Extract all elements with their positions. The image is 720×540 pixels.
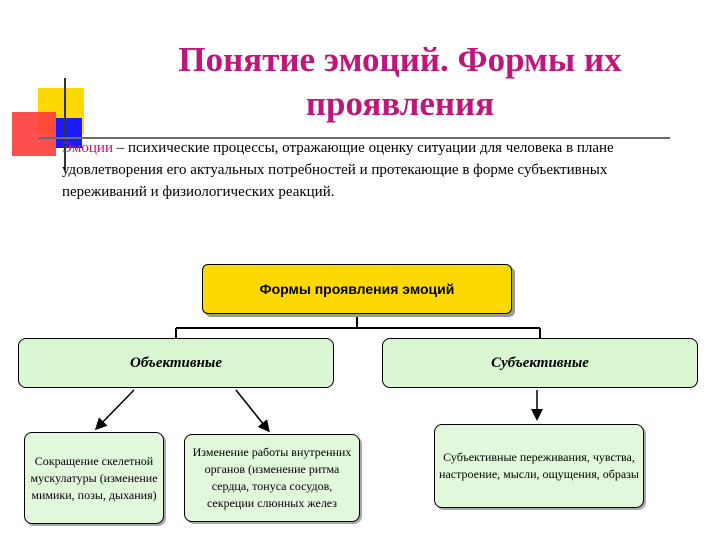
branch-subjective: Субъективные [382, 338, 698, 388]
definition-term: Эмоции [62, 140, 113, 156]
definition-body: – психические процессы, отражающие оценк… [62, 140, 614, 200]
root-node: Формы проявления эмоций [202, 264, 512, 314]
leaf-subjective-experiences: Субъективные переживания, чувства, настр… [434, 424, 644, 508]
deco-blue-square [56, 118, 82, 148]
deco-red-square [12, 112, 56, 156]
title-underline [38, 137, 670, 139]
arrow-to-skeletal [94, 389, 135, 431]
leaf-internal-organs: Изменение работы внутренних органов (изм… [184, 434, 360, 522]
page-title: Понятие эмоций. Формы их проявления [178, 40, 622, 123]
arrow-to-organs [235, 389, 270, 433]
deco-vertical-line [64, 78, 66, 170]
branch-objective: Объективные [18, 338, 334, 388]
leaf-skeletal-muscles: Сокращение скелетной мускулатуры (измене… [24, 432, 164, 524]
definition-text: Эмоции – психические процессы, отражающи… [62, 137, 632, 203]
